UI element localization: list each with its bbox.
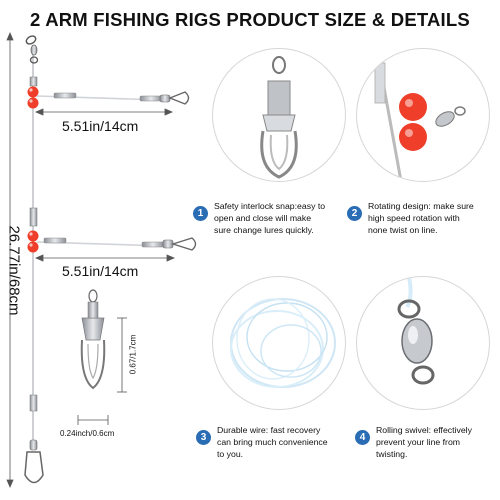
- feature-3-line-3: to you.: [217, 449, 244, 459]
- top-arm: [36, 91, 190, 105]
- top-arm-dimension: [34, 108, 174, 116]
- top-swivel-icon: [25, 35, 39, 64]
- rolling-swivel-icon: [397, 277, 435, 385]
- feature-2: 2 Rotating design: make sure high speed …: [347, 200, 497, 240]
- wire-coil-icon: [230, 298, 336, 388]
- bottom-snap-icon: [24, 439, 44, 484]
- feature-2-line-2: high speed rotation with: [368, 213, 460, 223]
- total-length-arrow: [6, 31, 14, 489]
- rolling-swivel-detail-circle: [356, 276, 490, 410]
- feature-2-line-3: none twist on line.: [368, 225, 438, 235]
- rotating-design-detail-circle: [356, 48, 490, 182]
- beads-swivel-icon: [374, 49, 466, 181]
- top-beads: [27, 76, 39, 109]
- feature-4-number-badge: 4: [355, 430, 370, 445]
- snap-closeup-icon: [80, 289, 106, 390]
- feature-1-line-3: sure change lures quickly.: [214, 225, 314, 235]
- snap-height-label: 0.67/1.7cm: [128, 334, 138, 375]
- top-arm-length-label: 5.51in/14cm: [62, 118, 139, 134]
- snap-height-dimension: [117, 317, 127, 393]
- feature-4-line-2: prevent your line from: [376, 437, 461, 447]
- feature-4: 4 Rolling swivel: effectively prevent yo…: [355, 424, 495, 464]
- bottom-arm-dimension: [34, 254, 176, 262]
- snap-width-dimension: [77, 415, 109, 425]
- safety-snap-icon: [260, 56, 298, 179]
- bottom-arm: [36, 237, 197, 251]
- safety-snap-detail-circle: [212, 48, 346, 182]
- feature-2-number-badge: 2: [347, 206, 362, 221]
- feature-1-line-2: open and close will make: [214, 213, 312, 223]
- rig-diagram: [6, 31, 197, 489]
- feature-1-number-badge: 1: [193, 206, 208, 221]
- page-title: 2 ARM FISHING RIGS PRODUCT SIZE & DETAIL…: [30, 9, 470, 30]
- snap-width-label: 0.24inch/0.6cm: [60, 429, 115, 438]
- feature-4-line-1: Rolling swivel: effectively: [376, 425, 472, 435]
- feature-4-line-3: twisting.: [376, 449, 408, 459]
- bottom-arm-length-label: 5.51in/14cm: [62, 263, 139, 279]
- total-length-label: 26.77in/68cm: [5, 225, 23, 316]
- feature-2-line-1: Rotating design: make sure: [368, 201, 474, 211]
- feature-3-line-2: can bring much convenience: [217, 437, 328, 447]
- durable-wire-detail-circle: [212, 276, 346, 410]
- feature-3-line-1: Durable wire: fast recovery: [217, 425, 321, 435]
- middle-connector: [27, 207, 39, 253]
- feature-3: 3 Durable wire: fast recovery can bring …: [196, 424, 346, 464]
- feature-3-number-badge: 3: [196, 430, 211, 445]
- feature-1-line-1: Safety interlock snap:easy to: [214, 201, 326, 211]
- feature-1: 1 Safety interlock snap:easy to open and…: [193, 200, 353, 240]
